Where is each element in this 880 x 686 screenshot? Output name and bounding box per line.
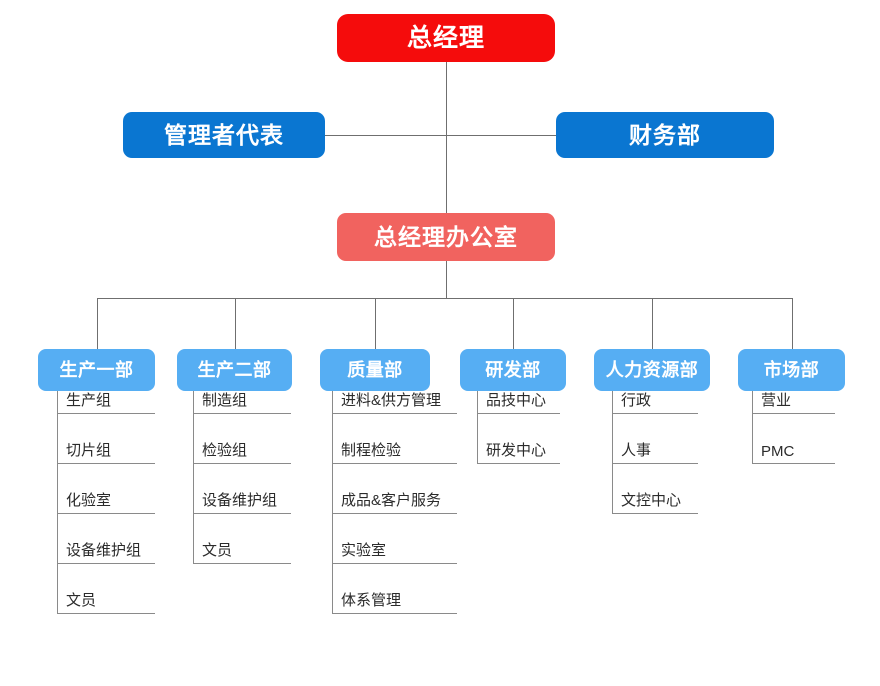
leaf-item-label: 检验组 [202, 442, 248, 459]
department-drop-connector [513, 298, 514, 349]
department-bus [96, 298, 792, 299]
leaf-item[interactable]: 实验室 [332, 514, 457, 564]
node-general-manager[interactable]: 总经理 [337, 14, 555, 62]
department-label: 人力资源部 [605, 360, 699, 380]
leaf-item-label: 设备维护组 [202, 492, 278, 509]
leaf-column-4: 品技中心研发中心 [477, 364, 560, 464]
leaf-item-label: 生产组 [66, 392, 112, 409]
trunk-ceo-to-office [446, 62, 447, 213]
leaf-item[interactable]: 文控中心 [612, 464, 698, 514]
leaf-item-label: 设备维护组 [66, 542, 142, 559]
node-department-6[interactable]: 市场部 [738, 349, 845, 391]
leaf-item-label: 制程检验 [341, 442, 402, 459]
leaf-item-label: 体系管理 [341, 592, 402, 609]
leaf-column-6: 营业 PMC [752, 364, 835, 464]
department-drop-connector [652, 298, 653, 349]
department-label: 质量部 [347, 360, 403, 380]
leaf-spine [477, 364, 478, 464]
leaf-item[interactable]: 制程检验 [332, 414, 457, 464]
leaf-spine [332, 364, 333, 614]
leaf-item-label: 研发中心 [486, 442, 547, 459]
leaf-spine [752, 364, 753, 464]
leaf-item-label: 文员 [66, 592, 97, 609]
leaf-item[interactable]: 行政 [612, 364, 698, 414]
leaf-spine [612, 364, 613, 514]
leaf-spine [57, 364, 58, 614]
leaf-item-label: 人事 [621, 442, 652, 459]
node-department-3[interactable]: 质量部 [320, 349, 430, 391]
node-finance-department[interactable]: 财务部 [556, 112, 774, 158]
leaf-item[interactable]: 体系管理 [332, 564, 457, 614]
leaf-item[interactable]: 生产组 [57, 364, 155, 414]
leaf-item[interactable]: PMC [752, 414, 835, 464]
leaf-column-1: 生产组切片组化验室设备维护组文员 [57, 364, 155, 614]
department-label: 生产二部 [197, 360, 272, 380]
leaf-column-5: 行政人事文控中心 [612, 364, 698, 514]
node-department-2[interactable]: 生产二部 [177, 349, 292, 391]
department-drop-connector [375, 298, 376, 349]
leaf-item-label: 切片组 [66, 442, 112, 459]
department-label: 研发部 [485, 360, 541, 380]
leaf-item-label: 品技中心 [486, 392, 547, 409]
leaf-item-label: 进料&供方管理 [341, 392, 442, 409]
peer-connector [325, 135, 556, 136]
leaf-item[interactable]: 检验组 [193, 414, 291, 464]
leaf-spine [193, 364, 194, 564]
leaf-item[interactable]: 文员 [57, 564, 155, 614]
leaf-item[interactable]: 设备维护组 [193, 464, 291, 514]
leaf-item-label: PMC [761, 443, 795, 460]
leaf-item-label: 营业 [761, 392, 792, 409]
leaf-item[interactable]: 化验室 [57, 464, 155, 514]
leaf-item-label: 行政 [621, 392, 652, 409]
department-drop-connector [234, 298, 236, 349]
leaf-item[interactable]: 切片组 [57, 414, 155, 464]
leaf-item[interactable]: 制造组 [193, 364, 291, 414]
leaf-column-3: 进料&供方管理制程检验成品&客户服务实验室体系管理 [332, 364, 457, 614]
department-drop-connector [791, 298, 793, 349]
leaf-item-label: 成品&客户服务 [341, 492, 442, 509]
leaf-item[interactable]: 进料&供方管理 [332, 364, 457, 414]
leaf-item[interactable]: 品技中心 [477, 364, 560, 414]
department-label: 市场部 [763, 360, 820, 380]
leaf-item[interactable]: 营业 [752, 364, 835, 414]
leaf-item[interactable]: 设备维护组 [57, 514, 155, 564]
leaf-item[interactable]: 成品&客户服务 [332, 464, 457, 514]
node-department-1[interactable]: 生产一部 [38, 349, 155, 391]
department-label: 生产一部 [59, 360, 134, 380]
node-department-5[interactable]: 人力资源部 [594, 349, 710, 391]
leaf-item-label: 文员 [202, 542, 233, 559]
leaf-item-label: 化验室 [66, 492, 112, 509]
leaf-item-label: 实验室 [341, 542, 387, 559]
leaf-item[interactable]: 研发中心 [477, 414, 560, 464]
leaf-column-2: 制造组检验组设备维护组文员 [193, 364, 291, 564]
trunk-office-to-bus [446, 261, 447, 298]
node-general-manager-office[interactable]: 总经理办公室 [337, 213, 555, 261]
leaf-item[interactable]: 文员 [193, 514, 291, 564]
node-department-4[interactable]: 研发部 [460, 349, 566, 391]
leaf-item-label: 制造组 [202, 392, 248, 409]
department-drop-connector [96, 298, 98, 349]
leaf-item-label: 文控中心 [621, 492, 682, 509]
leaf-item[interactable]: 人事 [612, 414, 698, 464]
node-management-representative[interactable]: 管理者代表 [123, 112, 325, 158]
